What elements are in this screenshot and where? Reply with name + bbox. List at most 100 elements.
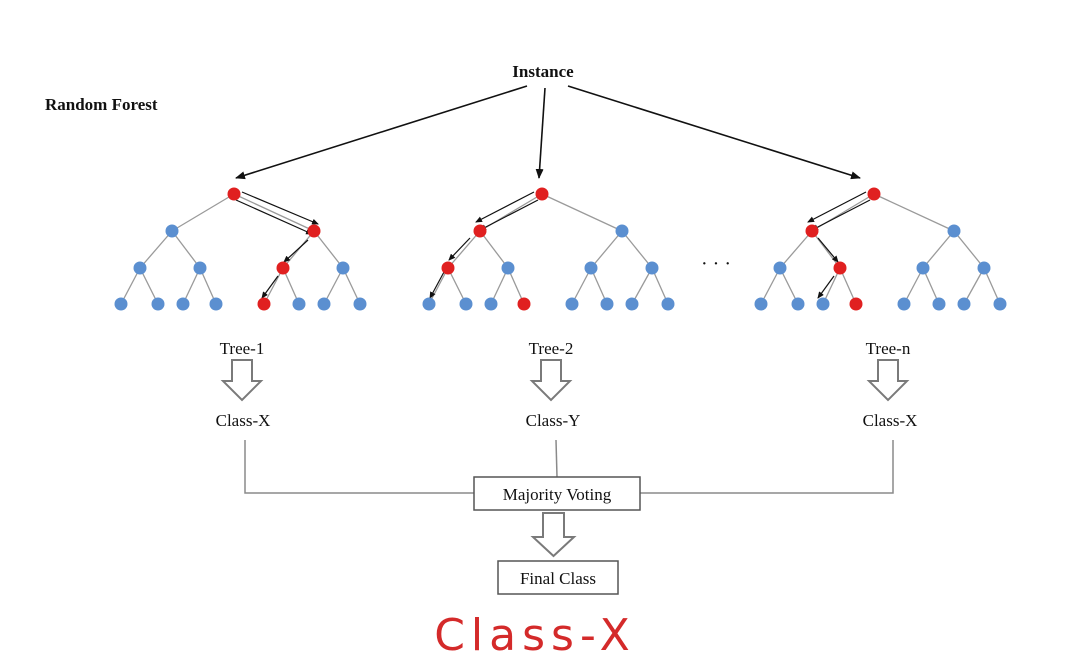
decision-tree-1 <box>114 187 367 311</box>
tree-node <box>993 297 1007 311</box>
tree-node <box>916 261 930 275</box>
tree-node <box>661 297 675 311</box>
tree-edge <box>342 267 361 305</box>
tree-edge <box>953 230 985 269</box>
tree-edge <box>171 230 201 269</box>
tree-edge <box>811 230 841 269</box>
tree-edge <box>779 230 813 269</box>
tree-node <box>754 297 768 311</box>
decision-path-arrow <box>807 191 867 223</box>
tree-node <box>353 297 367 311</box>
tree-1-prediction: Class-X <box>216 411 271 430</box>
tree-node <box>459 297 473 311</box>
tree-node <box>565 297 579 311</box>
tree-edge <box>323 267 344 305</box>
tree-node <box>133 261 147 275</box>
majority-voting-box <box>473 476 641 511</box>
tree-edge <box>139 230 173 269</box>
tree-edge <box>590 267 608 305</box>
decision-path-arrow <box>429 271 445 299</box>
decision-path-arrow <box>817 275 835 299</box>
ellipsis-more-trees: · · · <box>701 253 731 275</box>
tree-node <box>773 261 787 275</box>
decision-path-arrow <box>817 237 839 263</box>
tree-edge <box>839 267 857 305</box>
tree-node <box>791 297 805 311</box>
tree-edge <box>182 267 201 305</box>
tree-edge <box>963 267 985 305</box>
tree-edge <box>541 193 623 232</box>
decision-path-arrow <box>235 199 313 235</box>
instance-label: Instance <box>512 62 574 81</box>
tree-node <box>317 297 331 311</box>
instance-arrow-tree-1 <box>235 85 528 180</box>
tree-node <box>957 297 971 311</box>
tree-edge <box>590 230 623 269</box>
tree-node <box>151 297 165 311</box>
tree-node <box>209 297 223 311</box>
decision-path-arrow <box>811 199 871 231</box>
instance-arrow-tree-2 <box>535 87 546 179</box>
tree-edge <box>199 267 217 305</box>
tree-edge <box>479 230 509 269</box>
connector-tree-n-vote <box>640 440 894 494</box>
instance-arrow-tree-n <box>567 85 861 180</box>
tree-node <box>336 261 350 275</box>
connector-tree-2-vote <box>555 439 558 478</box>
tree-edge <box>922 230 955 269</box>
tree-2-label: Tree-2 <box>529 339 574 358</box>
tree-n-prediction: Class-X <box>863 411 918 430</box>
decision-path-arrow <box>479 199 539 231</box>
tree-edge <box>631 267 653 305</box>
tree-node <box>165 224 179 238</box>
tree-node-on-path <box>307 224 321 238</box>
tree-node <box>615 224 629 238</box>
tree-edge <box>490 267 509 305</box>
tree-n-label: Tree-n <box>866 339 911 358</box>
down-arrow-tree-2 <box>529 359 573 402</box>
decision-tree-2 <box>422 187 675 311</box>
tree-node-on-path <box>227 187 241 201</box>
decision-path-arrow <box>283 239 309 263</box>
tree-edge <box>621 230 653 269</box>
handwritten-result: Class-X <box>434 610 636 661</box>
tree-node <box>484 297 498 311</box>
decision-path-arrow <box>241 191 319 225</box>
tree-edge <box>922 267 940 305</box>
tree-edge <box>651 267 669 305</box>
tree-node-on-path <box>833 261 847 275</box>
tree-edge <box>903 267 924 305</box>
final-class-box <box>497 560 619 595</box>
tree-node <box>932 297 946 311</box>
tree-node <box>600 297 614 311</box>
tree-node-on-path <box>441 261 455 275</box>
tree-node <box>292 297 306 311</box>
decision-path-arrow <box>448 237 471 261</box>
tree-node <box>816 297 830 311</box>
decision-path-arrow <box>475 191 535 223</box>
final-class-label: Final Class <box>520 569 596 588</box>
tree-edge <box>447 267 467 305</box>
tree-node-on-path <box>517 297 531 311</box>
tree-edge <box>760 267 781 305</box>
tree-node <box>193 261 207 275</box>
majority-voting-label: Majority Voting <box>503 485 612 504</box>
tree-node <box>977 261 991 275</box>
tree-node <box>897 297 911 311</box>
tree-node-on-path <box>276 261 290 275</box>
diagram-title: Random Forest <box>45 95 158 114</box>
down-arrow-tree-1 <box>220 359 264 402</box>
tree-node-on-path <box>805 224 819 238</box>
tree-node-on-path <box>257 297 271 311</box>
tree-node <box>176 297 190 311</box>
tree-edge <box>873 193 955 232</box>
tree-edge <box>139 267 159 305</box>
connector-tree-1-vote <box>244 440 474 494</box>
tree-edge <box>120 267 141 305</box>
tree-node-on-path <box>849 297 863 311</box>
tree-edge <box>233 193 315 232</box>
tree-2-prediction: Class-Y <box>526 411 581 430</box>
tree-edge <box>171 193 235 232</box>
